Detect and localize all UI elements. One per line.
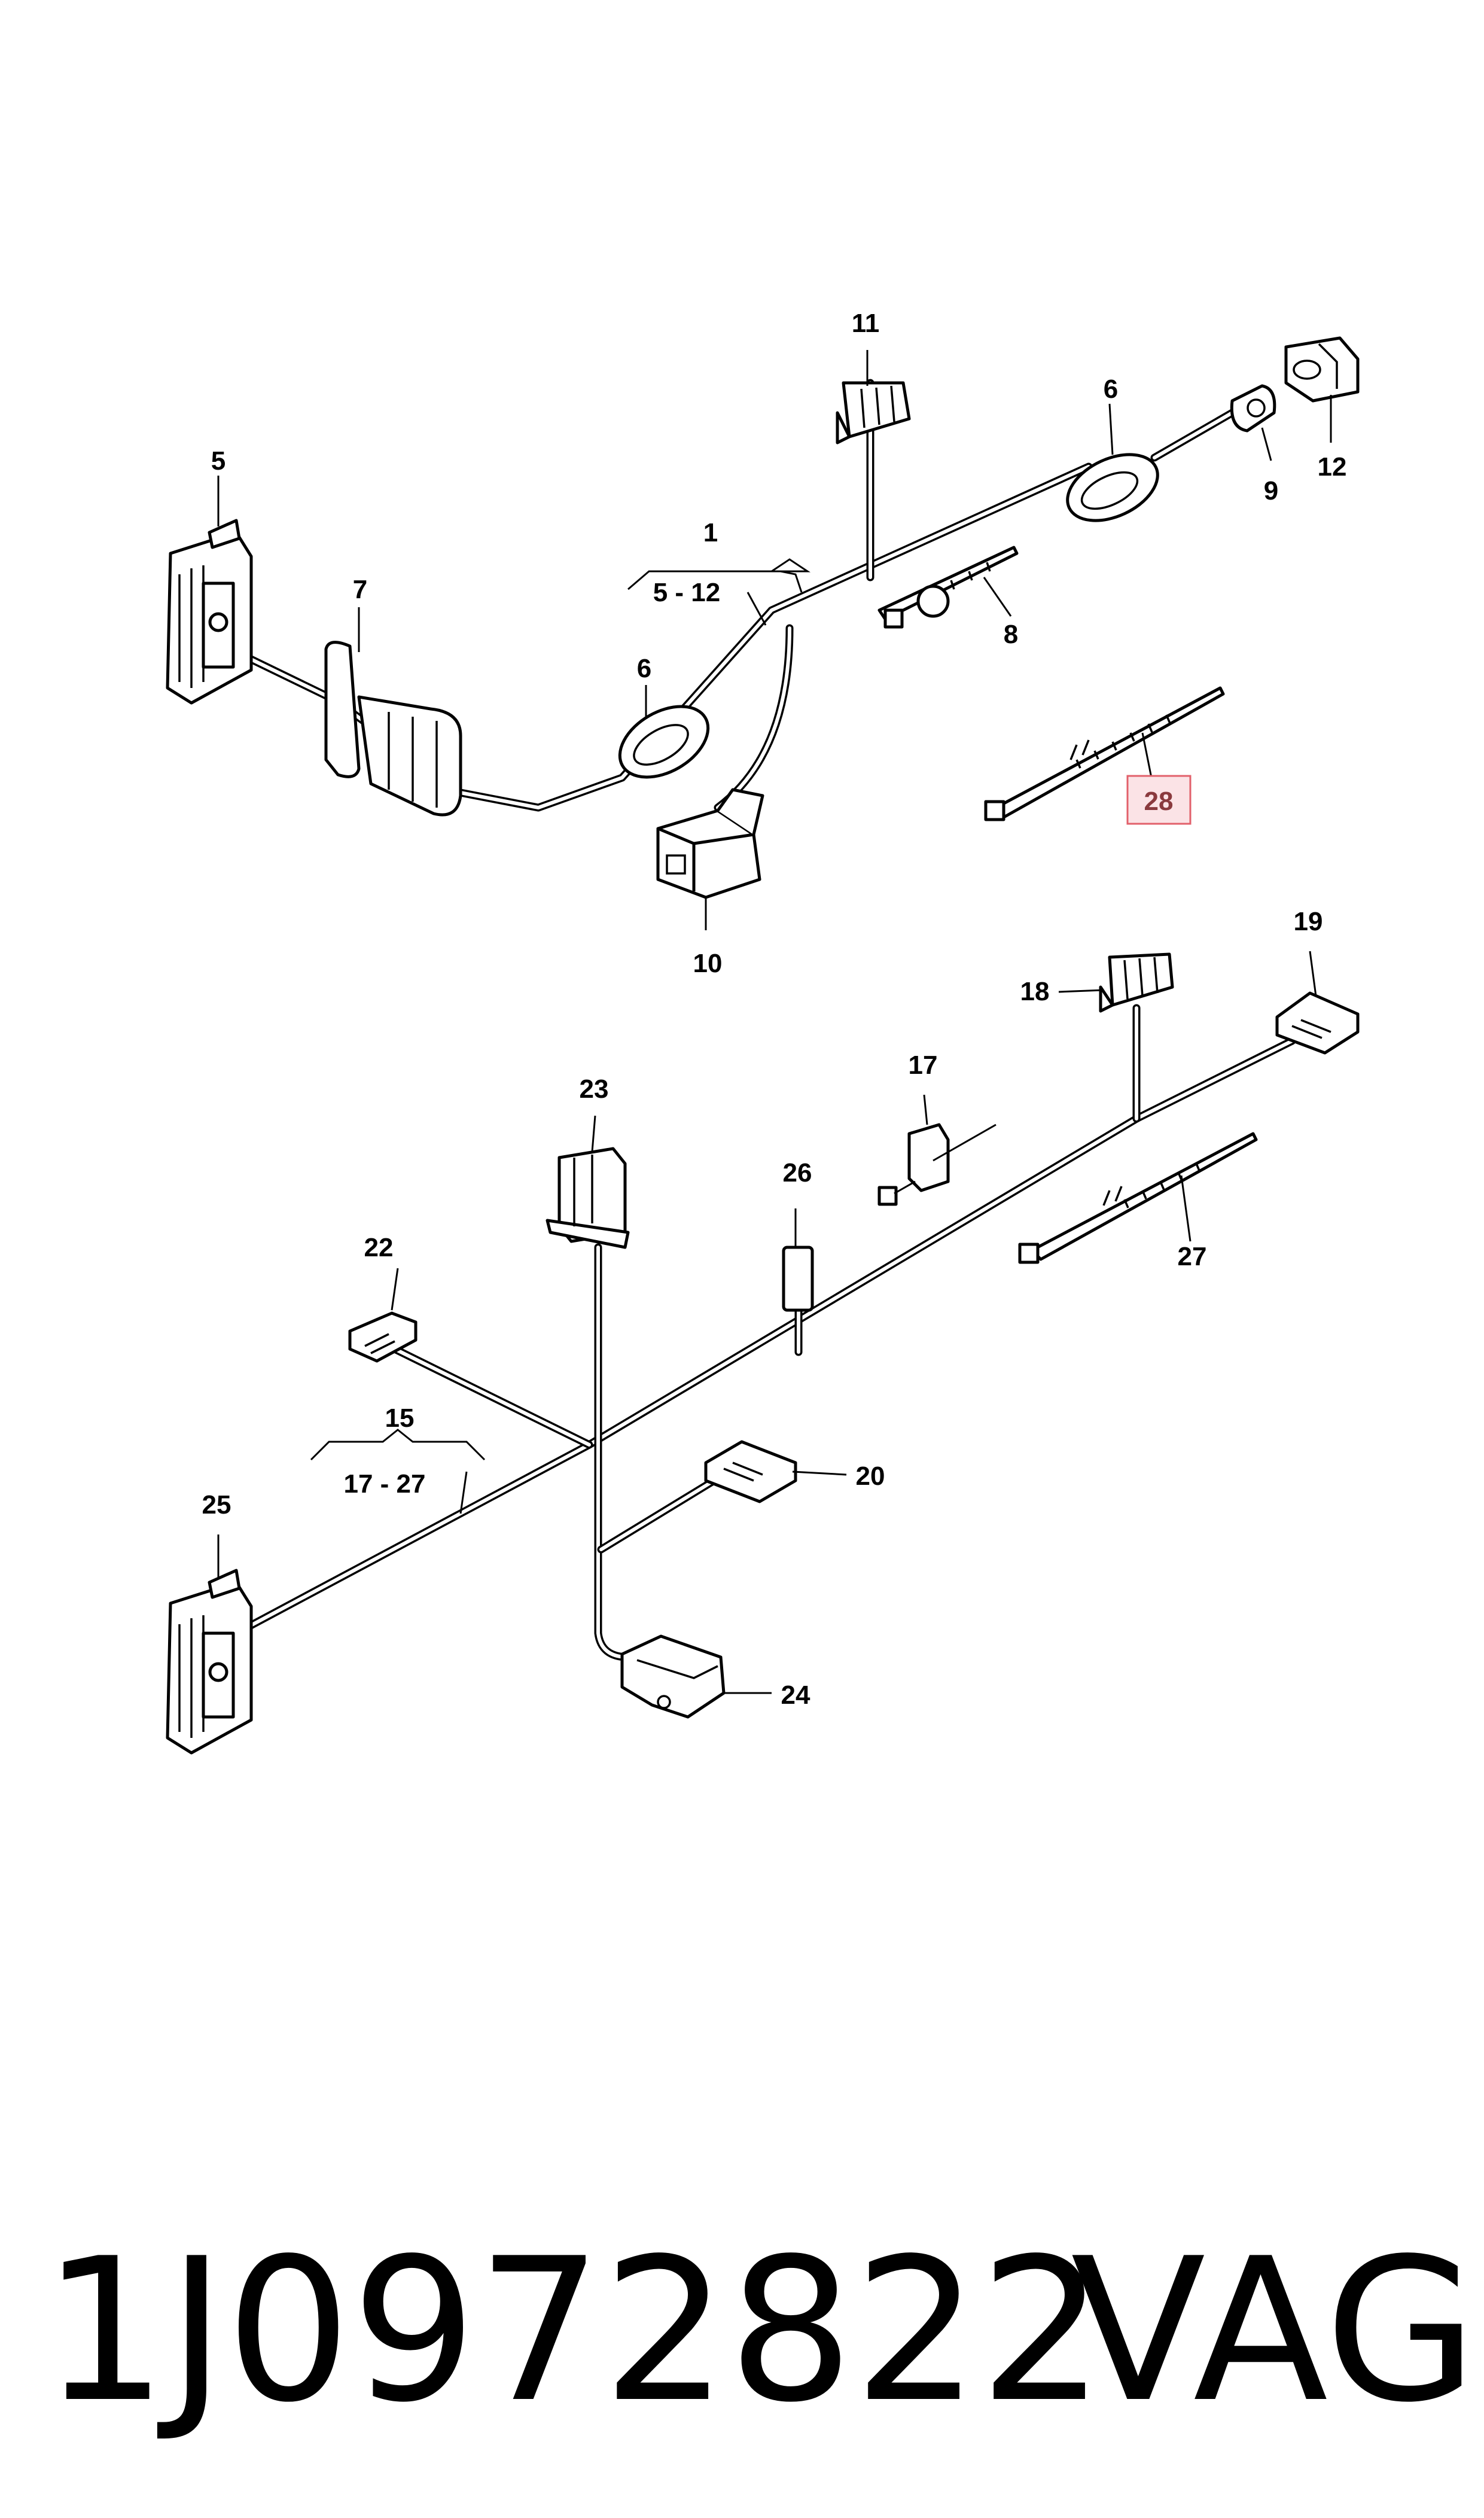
label-20: 20 <box>856 1462 885 1491</box>
label-15-range: 17 - 27 <box>344 1469 426 1499</box>
label-28: 28 <box>1144 787 1174 816</box>
highlight-box-28 <box>1126 775 1192 825</box>
part-20-connector[interactable] <box>704 1440 797 1503</box>
footer: 1J0972822 VAG <box>42 2216 1477 2446</box>
part-6-sleeve-lower[interactable] <box>608 692 721 792</box>
part-22-connector[interactable] <box>348 1311 418 1363</box>
part-27-cable-tie[interactable] <box>1018 1132 1258 1264</box>
label-19: 19 <box>1294 907 1323 936</box>
bracket-15 <box>310 1429 486 1461</box>
part-28-cable-tie[interactable] <box>984 686 1225 821</box>
part-11-connector[interactable] <box>836 381 911 444</box>
upper-harness <box>166 336 1360 899</box>
label-9: 9 <box>1264 476 1278 506</box>
label-10: 10 <box>693 949 723 978</box>
label-8: 8 <box>1004 620 1018 649</box>
label-11: 11 <box>852 309 880 338</box>
part-28-highlight[interactable]: 28 <box>1126 775 1192 825</box>
label-22: 22 <box>364 1233 394 1262</box>
lower-harness <box>166 952 1360 1755</box>
label-15: 15 <box>385 1403 415 1433</box>
part-9-round-connector[interactable] <box>1230 384 1276 433</box>
label-27: 27 <box>1178 1242 1207 1271</box>
label-26: 26 <box>783 1158 812 1188</box>
part-6-sleeve-upper[interactable] <box>1057 442 1168 534</box>
label-5: 5 <box>211 446 226 476</box>
label-18: 18 <box>1020 977 1050 1006</box>
part-8-cable-tie[interactable] <box>877 546 1019 629</box>
part-24-relay-holder[interactable] <box>620 1634 726 1719</box>
leader-lines <box>217 350 1332 1694</box>
part-23-connector-block[interactable] <box>546 1147 630 1249</box>
label-7: 7 <box>353 575 367 604</box>
label-1: 1 <box>703 518 718 547</box>
label-6-upper: 6 <box>1104 374 1118 404</box>
label-23: 23 <box>580 1074 609 1104</box>
label-17: 17 <box>909 1051 938 1080</box>
label-6-lower: 6 <box>637 654 651 683</box>
label-25: 25 <box>202 1490 231 1520</box>
part-10-relay-holder[interactable] <box>656 788 764 899</box>
part-18-connector[interactable] <box>1099 952 1174 1013</box>
bracket-1 <box>627 558 810 593</box>
label-24: 24 <box>781 1680 810 1710</box>
part-26-connector[interactable] <box>782 1246 814 1312</box>
label-1-range: 5 - 12 <box>653 578 721 607</box>
brand-name: VAG <box>1071 2216 1477 2446</box>
part-number: 1J0972822 <box>42 2216 1105 2446</box>
part-5-multipin-connector[interactable] <box>166 519 253 705</box>
part-labels: 5 7 1 5 - 12 6 11 6 9 12 8 10 28 19 18 1… <box>202 309 1347 1710</box>
part-19-connector[interactable] <box>1275 991 1360 1055</box>
part-17-holder[interactable] <box>877 1123 997 1206</box>
part-25-multipin-connector[interactable] <box>166 1569 253 1755</box>
label-12: 12 <box>1318 452 1347 482</box>
part-12-connector-housing[interactable] <box>1284 336 1360 403</box>
part-7-grommet[interactable] <box>324 641 462 817</box>
